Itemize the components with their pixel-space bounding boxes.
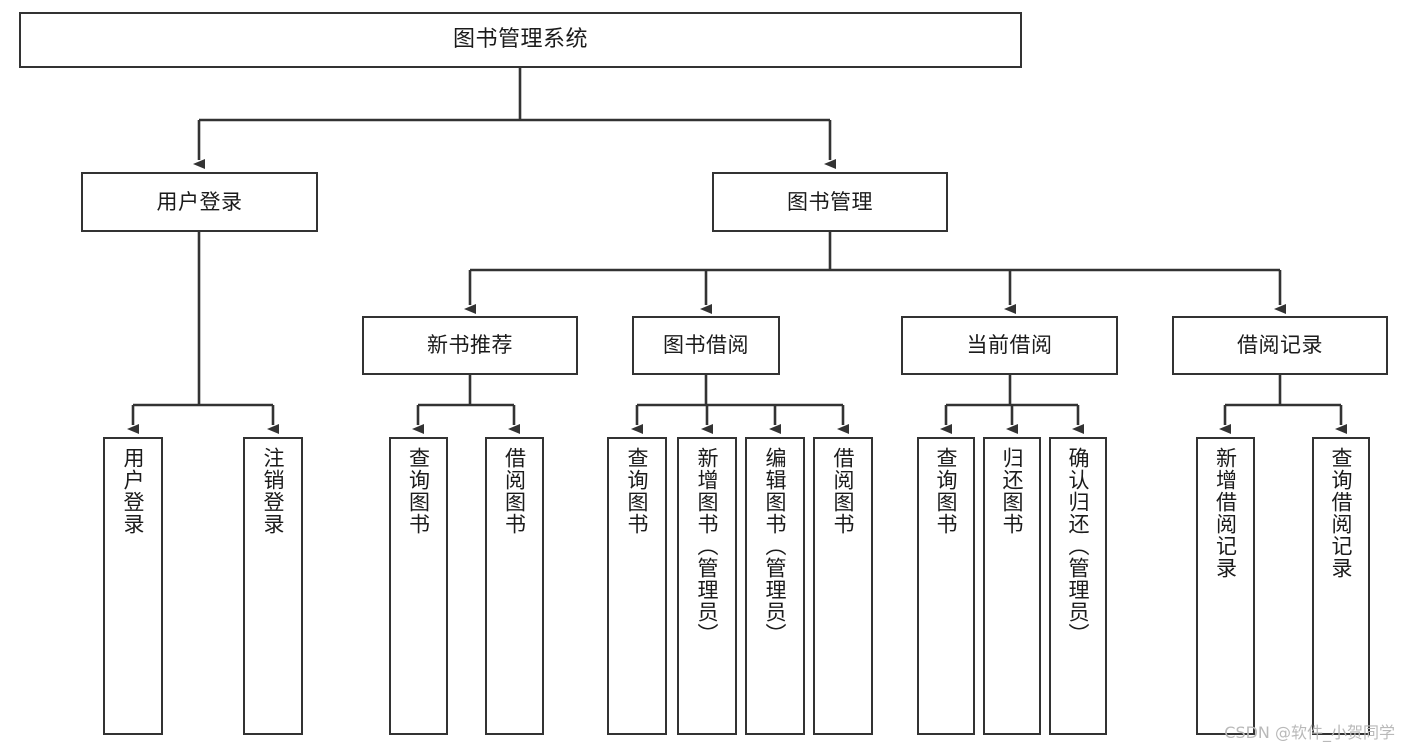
node-label: 图书借阅 bbox=[663, 333, 749, 358]
node-book-management[interactable]: 图书管理 bbox=[712, 172, 948, 232]
leaf-query-book-new-rec[interactable]: 查询图书 bbox=[389, 437, 448, 735]
node-label: 新增借阅记录 bbox=[1213, 447, 1238, 579]
node-label: 当前借阅 bbox=[966, 333, 1053, 358]
leaf-confirm-return-admin[interactable]: 确认归还（管理员） bbox=[1049, 437, 1107, 735]
node-current-borrowing[interactable]: 当前借阅 bbox=[901, 316, 1118, 375]
leaf-borrow-book-borrowing[interactable]: 借阅图书 bbox=[813, 437, 873, 735]
node-label: 借阅记录 bbox=[1237, 333, 1323, 358]
node-label: 借阅图书 bbox=[502, 447, 527, 535]
node-label: 用户登录 bbox=[156, 189, 243, 214]
node-label: 借阅图书 bbox=[831, 447, 856, 535]
leaf-query-borrow-record[interactable]: 查询借阅记录 bbox=[1312, 437, 1370, 735]
node-root-system[interactable]: 图书管理系统 bbox=[19, 12, 1022, 68]
node-label: 确认归还（管理员） bbox=[1066, 447, 1091, 645]
leaf-logout-login[interactable]: 注销登录 bbox=[243, 437, 303, 735]
leaf-query-book-borrowing[interactable]: 查询图书 bbox=[607, 437, 667, 735]
node-label: 编辑图书（管理员） bbox=[763, 447, 788, 645]
node-label: 查询借阅记录 bbox=[1329, 447, 1354, 579]
node-label: 图书管理 bbox=[787, 189, 873, 214]
leaf-query-book-current[interactable]: 查询图书 bbox=[917, 437, 975, 735]
node-borrowing-record[interactable]: 借阅记录 bbox=[1172, 316, 1388, 375]
node-label: 图书管理系统 bbox=[452, 27, 588, 53]
node-label: 归还图书 bbox=[1000, 447, 1025, 535]
node-label: 用户登录 bbox=[121, 447, 146, 535]
node-book-borrowing[interactable]: 图书借阅 bbox=[632, 316, 780, 375]
leaf-borrow-book-new-rec[interactable]: 借阅图书 bbox=[485, 437, 544, 735]
leaf-return-book[interactable]: 归还图书 bbox=[983, 437, 1041, 735]
node-label: 查询图书 bbox=[625, 447, 650, 535]
leaf-add-book-admin[interactable]: 新增图书（管理员） bbox=[677, 437, 737, 735]
node-label: 查询图书 bbox=[406, 447, 431, 535]
node-label: 查询图书 bbox=[934, 447, 959, 535]
node-label: 新增图书（管理员） bbox=[695, 447, 720, 645]
leaf-edit-book-admin[interactable]: 编辑图书（管理员） bbox=[745, 437, 805, 735]
node-label: 注销登录 bbox=[261, 447, 286, 535]
leaf-user-login[interactable]: 用户登录 bbox=[103, 437, 163, 735]
csdn-watermark: CSDN @软件_小贺同学 bbox=[1224, 723, 1395, 742]
leaf-add-borrow-record[interactable]: 新增借阅记录 bbox=[1196, 437, 1255, 735]
node-new-book-recommendation[interactable]: 新书推荐 bbox=[362, 316, 578, 375]
node-label: 新书推荐 bbox=[427, 333, 513, 358]
node-user-login[interactable]: 用户登录 bbox=[81, 172, 318, 232]
